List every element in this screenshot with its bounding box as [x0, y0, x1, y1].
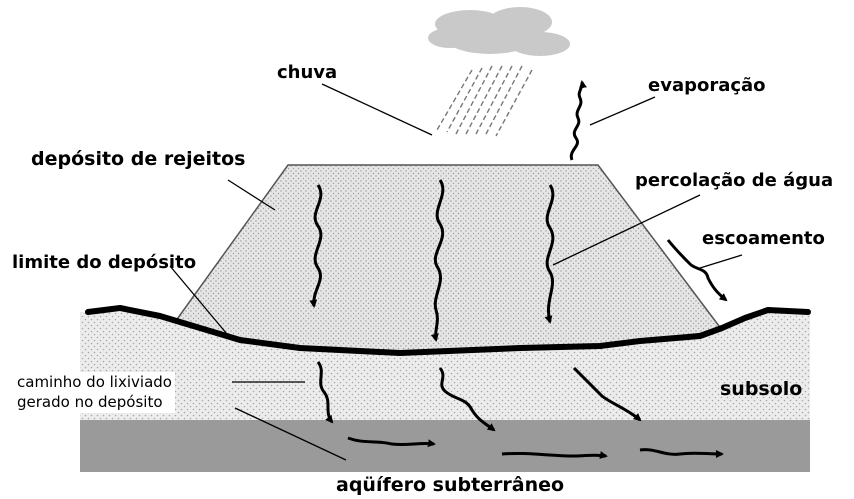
leachate-path-line1: caminho do lixiviado [17, 373, 172, 391]
leader-lines [169, 83, 743, 461]
percolation-arrows [309, 179, 555, 342]
leachate-path-line2: gerado no depósito [17, 392, 163, 411]
runoff-label: escoamento [702, 228, 825, 249]
leachate-path-label: caminho do lixiviado gerado no depósito [14, 372, 175, 413]
aquifer-layer [80, 420, 810, 472]
evaporation-arrow [569, 80, 587, 161]
tailings-deposit-label: depósito de rejeitos [31, 148, 246, 170]
aquifer-flow-arrows [347, 436, 724, 459]
subsoil-label: subsolo [720, 378, 803, 400]
leachate-arrows [316, 361, 642, 432]
aquifer-label: aqüífero subterrâneo [336, 474, 565, 496]
rain-streaks-icon [436, 65, 533, 137]
deposit-boundary-label: limite do depósito [12, 252, 197, 273]
water-percolation-label: percolação de água [635, 170, 834, 191]
cloud-icon [428, 7, 570, 56]
evaporation-label: evaporação [648, 75, 766, 96]
runoff-arrow [666, 239, 728, 302]
deposit-boundary-line [85, 305, 811, 356]
rain-label: chuva [277, 62, 338, 83]
